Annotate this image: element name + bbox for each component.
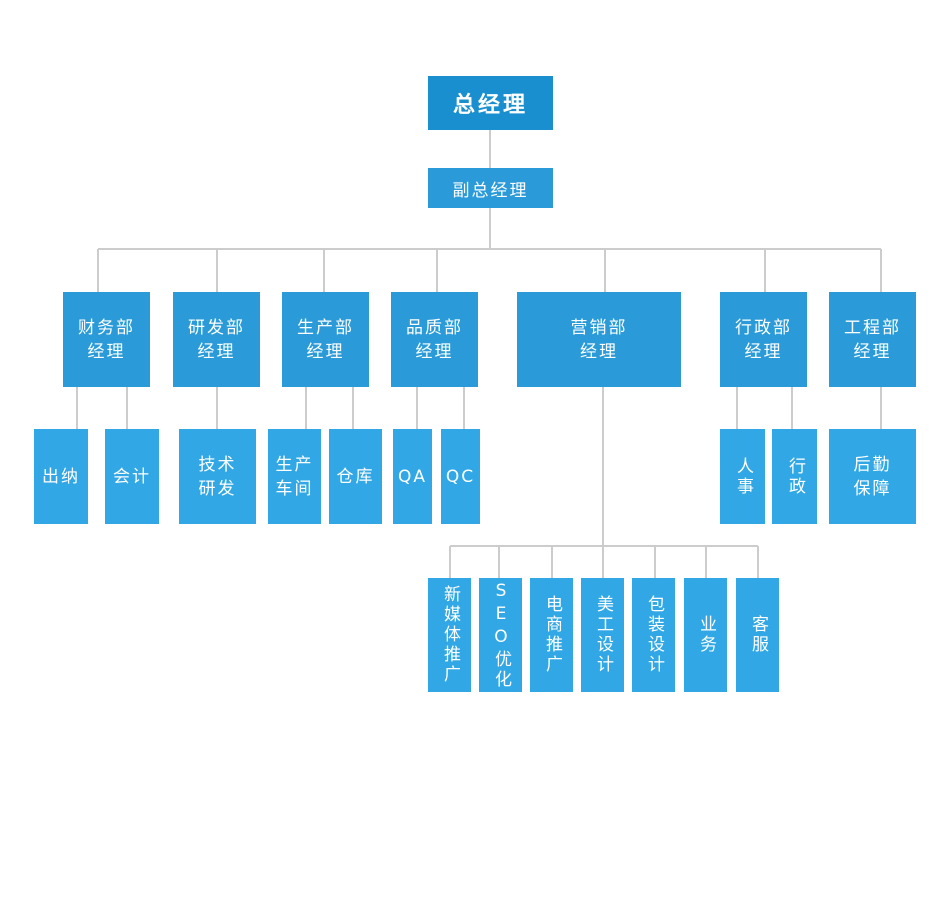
accounting-node: 会计 — [105, 429, 159, 524]
administration-node: 行政 — [772, 429, 817, 524]
engineering-manager-node: 工程部 经理 — [829, 292, 916, 387]
warehouse-node: 仓库 — [329, 429, 382, 524]
logistics-support-node: 后勤 保障 — [829, 429, 916, 524]
business-node: 业务 — [684, 578, 727, 692]
qc-node: QC — [441, 429, 480, 524]
tech-rnd-node: 技术 研发 — [179, 429, 256, 524]
production-manager-node: 生产部 经理 — [282, 292, 369, 387]
production-workshop-node: 生产 车间 — [268, 429, 321, 524]
general-manager-node: 总经理 — [428, 76, 553, 130]
marketing-manager-node: 营销部 经理 — [517, 292, 681, 387]
quality-manager-node: 品质部 经理 — [391, 292, 478, 387]
admin-manager-node: 行政部 经理 — [720, 292, 807, 387]
cashier-node: 出纳 — [34, 429, 88, 524]
qa-node: QA — [393, 429, 432, 524]
deputy-general-manager-node: 副总经理 — [428, 168, 553, 208]
art-design-node: 美工设计 — [581, 578, 624, 692]
rnd-manager-node: 研发部 经理 — [173, 292, 260, 387]
ecommerce-promotion-node: 电商推广 — [530, 578, 573, 692]
packaging-design-node: 包装设计 — [632, 578, 675, 692]
finance-manager-node: 财务部 经理 — [63, 292, 150, 387]
hr-node: 人事 — [720, 429, 765, 524]
customer-service-node: 客服 — [736, 578, 779, 692]
seo-optimization-node: SEO优化 — [479, 578, 522, 692]
new-media-promotion-node: 新媒体推广 — [428, 578, 471, 692]
